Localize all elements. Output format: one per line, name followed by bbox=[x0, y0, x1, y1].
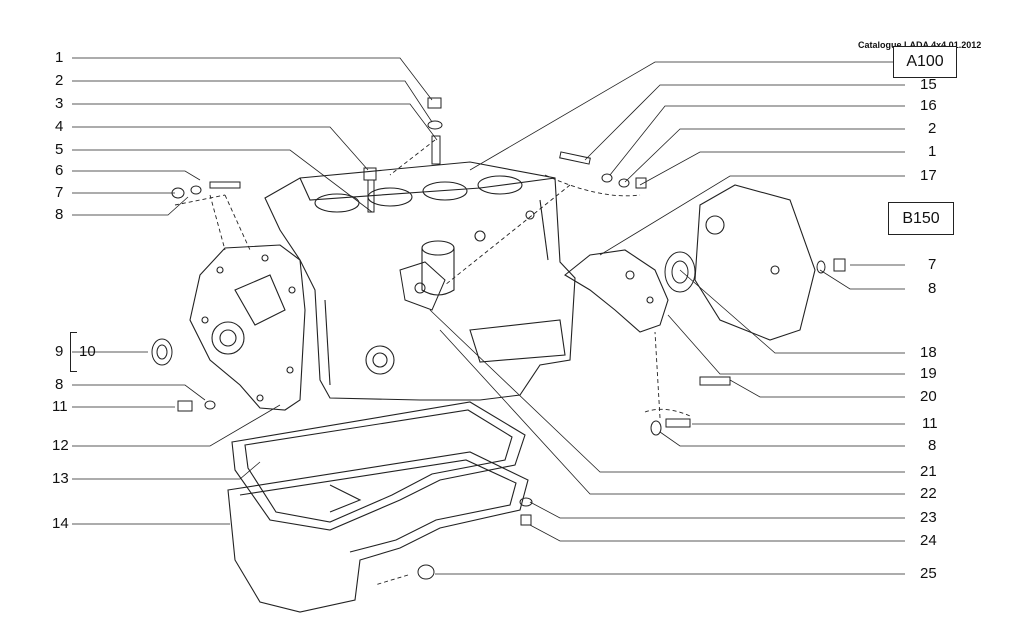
oil-pan-gasket bbox=[231, 401, 526, 531]
callout-left: 8 bbox=[55, 376, 64, 393]
callout-right: 20 bbox=[920, 388, 937, 405]
callout-right: 16 bbox=[920, 97, 937, 114]
callout-left: 4 bbox=[55, 118, 64, 135]
oil-pan bbox=[227, 451, 529, 613]
front-oil-seal bbox=[151, 338, 173, 366]
callout-left: 3 bbox=[55, 95, 64, 112]
callout-right: 19 bbox=[920, 365, 937, 382]
callout-bracket bbox=[70, 332, 77, 372]
callout-right: 15 bbox=[920, 76, 937, 93]
engine-block bbox=[264, 161, 576, 401]
callout-right: 23 bbox=[920, 509, 937, 526]
callout-right: 2 bbox=[928, 120, 937, 137]
callout-left: 2 bbox=[55, 72, 64, 89]
callout-right: 22 bbox=[920, 485, 937, 502]
callout-right: 18 bbox=[920, 344, 937, 361]
callout-right: 21 bbox=[920, 463, 937, 480]
callout-left: 11 bbox=[52, 398, 68, 415]
callout-left: 12 bbox=[52, 437, 69, 454]
callout-left: 1 bbox=[55, 49, 64, 66]
front-timing-cover bbox=[189, 244, 306, 411]
fasteners bbox=[171, 97, 846, 580]
rear-oil-seal bbox=[664, 251, 696, 293]
callout-right: 17 bbox=[920, 167, 937, 184]
callout-left: 14 bbox=[52, 515, 69, 532]
callout-right: 1 bbox=[928, 143, 937, 160]
callout-left: 8 bbox=[55, 206, 64, 223]
callout-left: 7 bbox=[55, 184, 64, 201]
callout-left: 9 bbox=[55, 343, 64, 360]
callout-left: 5 bbox=[55, 141, 64, 158]
reference-box-b150: B150 bbox=[888, 202, 954, 235]
rear-plate bbox=[694, 184, 816, 341]
reference-box-a100: A100 bbox=[893, 46, 957, 78]
callout-right: 8 bbox=[928, 280, 937, 297]
callout-right: 8 bbox=[928, 437, 937, 454]
callout-right: 11 bbox=[922, 415, 938, 432]
callout-left: 13 bbox=[52, 470, 69, 487]
leader-lines-left bbox=[72, 57, 438, 525]
callout-left: 6 bbox=[55, 162, 64, 179]
callout-right: 25 bbox=[920, 565, 937, 582]
catalogue-header: Catalogue LADA 4x4 01.2012 bbox=[858, 40, 982, 50]
callout-right: 7 bbox=[928, 256, 937, 273]
callout-right: 24 bbox=[920, 532, 937, 549]
rear-seal-holder bbox=[564, 249, 669, 333]
assembly-guides bbox=[174, 139, 691, 586]
callout-left: 10 bbox=[79, 343, 96, 360]
leader-lines-right bbox=[429, 61, 905, 575]
